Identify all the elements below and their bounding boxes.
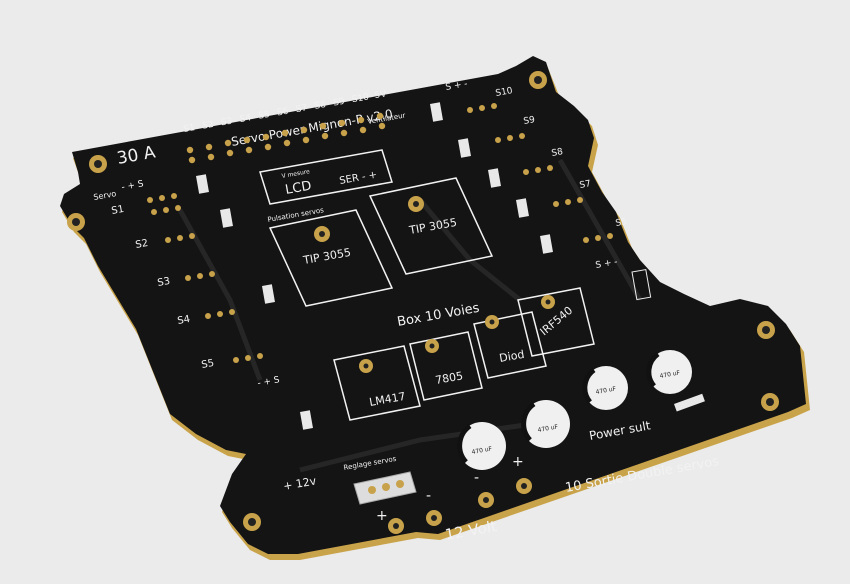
plus-12v-label: + 12v <box>282 474 317 493</box>
header-label: S2 <box>201 120 214 132</box>
plus-sign: + <box>376 508 388 524</box>
minus-sign: - <box>474 470 479 486</box>
header-label: S8 <box>314 100 327 112</box>
s6-label: S5 <box>615 217 628 229</box>
header-label: S7 <box>295 103 308 115</box>
pin-order-label: - + S <box>121 179 145 193</box>
regulator-7805: 7805 <box>409 331 483 401</box>
s10-label: S10 <box>495 86 514 99</box>
header-label: S1 <box>183 123 196 135</box>
capacitor-label: 470 uF <box>659 369 681 380</box>
regulator-label: LM417 <box>368 390 406 409</box>
header-label: S3 <box>220 117 233 129</box>
capacitor-label: 470 uF <box>537 423 559 434</box>
regulator-lm417: LM417 <box>333 345 421 421</box>
servo-label: Servo <box>93 189 117 202</box>
capacitor: 470 uF <box>457 422 506 470</box>
s9-label: S9 <box>523 115 536 127</box>
right-bottom-pin-order-label: S + - <box>595 257 619 271</box>
s1-label: S1 <box>111 204 125 217</box>
board-surface <box>60 56 806 554</box>
left-pads <box>147 193 263 363</box>
right-pads <box>467 103 613 243</box>
right-connector-area: S + - S10 S9 S8 S7 S5 S + - <box>445 79 628 271</box>
transistor-outline <box>268 209 394 307</box>
left-connector-area: Servo - + S S1 S2 S3 S4 S5 - + S <box>93 179 281 389</box>
header-label: S5 <box>258 110 271 122</box>
regulator-label: 7805 <box>434 369 464 387</box>
header-label: S9 <box>332 97 345 109</box>
mounting-holes <box>67 71 779 531</box>
capacitors: 470 uF 470 uF 470 uF 470 uF <box>457 350 692 470</box>
header-label: S6 <box>276 107 289 119</box>
right-pin-order-label: S + - <box>445 79 469 93</box>
s2-label: S2 <box>135 238 149 251</box>
header-label: 5V <box>374 89 388 101</box>
regulator-diod: Diod <box>473 311 547 379</box>
capacitor: 470 uF <box>521 400 570 448</box>
regulator-label: Diod <box>498 348 525 365</box>
s7-label: S7 <box>579 179 592 191</box>
header-pin-labels: S1 S2 S3 S4 S5 S6 S7 S8 S9 S10 5V <box>183 89 388 135</box>
lcd-label: LCD <box>284 179 313 198</box>
header-pads <box>186 112 386 164</box>
lcd-outline <box>259 149 393 205</box>
s8-label: S8 <box>551 147 564 159</box>
s4-label: S4 <box>177 314 191 327</box>
header-label: S10 <box>351 92 370 105</box>
header-label: S4 <box>239 113 252 125</box>
capacitor: 470 uF <box>582 366 628 410</box>
v-mesure-label: V mesure <box>281 168 311 180</box>
plus-sign: + <box>512 454 524 470</box>
s5-label: S5 <box>201 358 215 371</box>
capacitor-label: 470 uF <box>595 385 617 396</box>
bottom-pin-order-label: - + S <box>257 375 281 389</box>
transistor-outline <box>368 177 494 275</box>
s3-label: S3 <box>157 276 171 289</box>
pcb-board <box>60 56 810 560</box>
minus-sign: - <box>426 488 431 504</box>
smd-components <box>196 102 705 430</box>
capacitor: 470 uF <box>646 350 692 394</box>
capacitor-label: 470 uF <box>471 445 493 456</box>
